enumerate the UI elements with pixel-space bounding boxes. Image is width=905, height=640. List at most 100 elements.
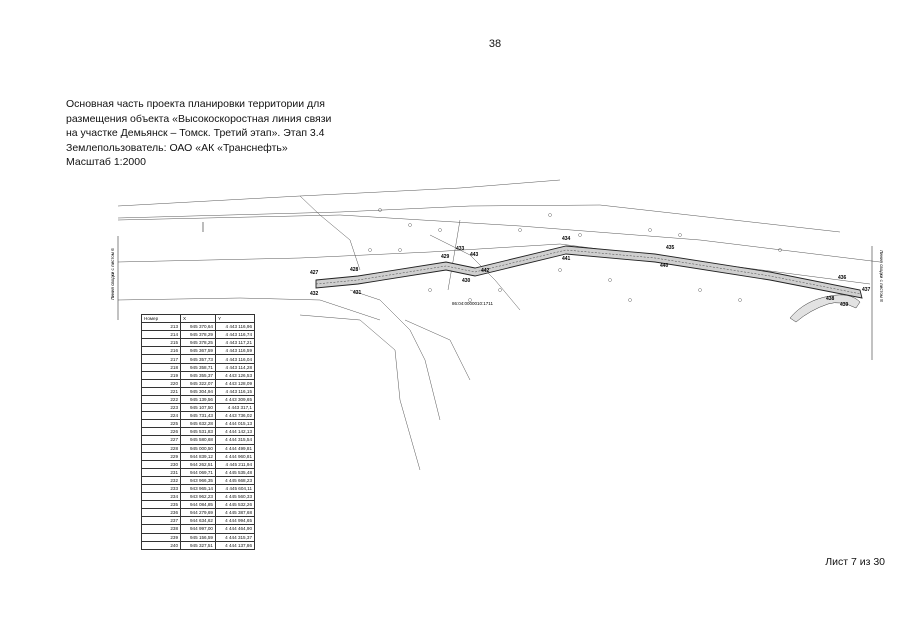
page-number: 38: [488, 38, 502, 50]
cell-x: 944 997,00: [180, 524, 216, 534]
cell-y: 4 443 117,21: [215, 338, 255, 348]
cell-y: 4 445 387,68: [215, 508, 255, 518]
cell-x: 945 357,73: [180, 354, 216, 364]
cell-x: 945 531,83: [180, 427, 216, 437]
cell-number: 218: [141, 362, 181, 372]
cell-y: 4 443 128,09: [215, 378, 255, 388]
cell-y: 4 443 317,1: [215, 403, 255, 413]
point-label-436: 436: [838, 275, 847, 281]
cell-number: 234: [141, 492, 181, 502]
cell-number: 221: [141, 386, 181, 396]
cell-number: 223: [141, 403, 181, 413]
cell-y: 4 445 211,94: [215, 459, 255, 469]
river-bend: [789, 294, 861, 323]
point-label-437: 437: [862, 287, 871, 293]
cell-x: 943 962,23: [180, 492, 216, 502]
road-line-upper: [117, 204, 841, 233]
cell-number: 235: [141, 500, 181, 510]
cell-y: 4 443 116,96: [215, 322, 255, 332]
cell-y: 4 445 532,26: [215, 500, 255, 510]
cell-y: 4 444 960,81: [215, 451, 255, 461]
cell-x: 945 367,59: [180, 346, 216, 356]
point-label-434: 434: [562, 236, 571, 242]
point-label-443: 443: [470, 252, 479, 258]
point-label-432: 432: [310, 291, 319, 297]
point-label-431: 431: [353, 290, 362, 296]
cell-number: 238: [141, 524, 181, 534]
cell-x: 945 139,56: [180, 394, 216, 405]
cell-y: 4 444 015,13: [215, 419, 255, 429]
column-header-number: Номер: [141, 313, 181, 324]
point-label-427: 427: [310, 270, 319, 276]
column-header-y: Y: [215, 313, 255, 324]
table-header-row: Номер Х Y: [141, 313, 255, 324]
cell-number: 229: [141, 451, 181, 461]
cable-axis: [315, 249, 862, 295]
cell-x: 944 279,69: [180, 508, 216, 518]
cell-number: 222: [141, 394, 181, 405]
point-labels: 427 428 429 430 431 432 433 434 435 436 …: [310, 236, 871, 308]
right-junction-label: Линия сводки с листом 8: [879, 250, 884, 302]
cell-y: 4 444 137,86: [215, 540, 255, 550]
cell-x: 945 327,51: [180, 540, 216, 550]
cell-y: 4 443 116,15: [215, 386, 255, 396]
cable-corridor: [315, 245, 863, 299]
cell-number: 215: [141, 338, 181, 348]
cell-y: 4 444 142,13: [215, 427, 255, 437]
left-junction-label: Линия сводки с листом 6: [110, 248, 115, 300]
cell-x: 945 000,50: [180, 443, 216, 453]
cell-number: 214: [141, 330, 181, 340]
cell-x: 944 634,62: [180, 516, 216, 526]
cell-y: 4 443 116,04: [215, 354, 255, 364]
cell-x: 945 731,43: [180, 411, 216, 421]
boundary-line-a: [299, 195, 361, 271]
cell-y: 4 445 535,48: [215, 467, 255, 477]
track-line: [117, 297, 381, 321]
cell-y: 4 444 499,81: [215, 443, 255, 453]
cell-y: 4 443 116,59: [215, 346, 255, 356]
cell-number: 219: [141, 370, 181, 380]
cell-x: 945 107,50: [180, 403, 216, 413]
column-header-x: Х: [180, 313, 216, 324]
cell-number: 232: [141, 475, 181, 485]
cell-x: 945 580,68: [180, 435, 216, 445]
cell-y: 4 445 668,23: [215, 475, 255, 485]
cell-number: 224: [141, 411, 181, 421]
cell-y: 4 444 315,54: [215, 435, 255, 445]
cell-x: 945 378,25: [180, 338, 216, 348]
cell-y: 4 444 315,37: [215, 532, 255, 542]
cell-y: 4 445 560,33: [215, 492, 255, 502]
cell-y: 4 444 994,65: [215, 516, 255, 526]
cell-x: 943 965,14: [180, 483, 216, 494]
cell-x: 944 839,12: [180, 451, 216, 461]
cell-y: 4 443 736,02: [215, 411, 255, 421]
cell-number: 240: [141, 540, 181, 550]
cell-number: 226: [141, 427, 181, 437]
cell-x: 945 358,71: [180, 362, 216, 372]
point-label-430: 430: [462, 278, 471, 284]
cell-x: 945 304,94: [180, 386, 216, 396]
road-right-edge: [299, 314, 421, 471]
cell-x: 944 069,71: [180, 467, 216, 477]
cell-y: 4 443 114,28: [215, 362, 255, 372]
cell-number: 217: [141, 354, 181, 364]
